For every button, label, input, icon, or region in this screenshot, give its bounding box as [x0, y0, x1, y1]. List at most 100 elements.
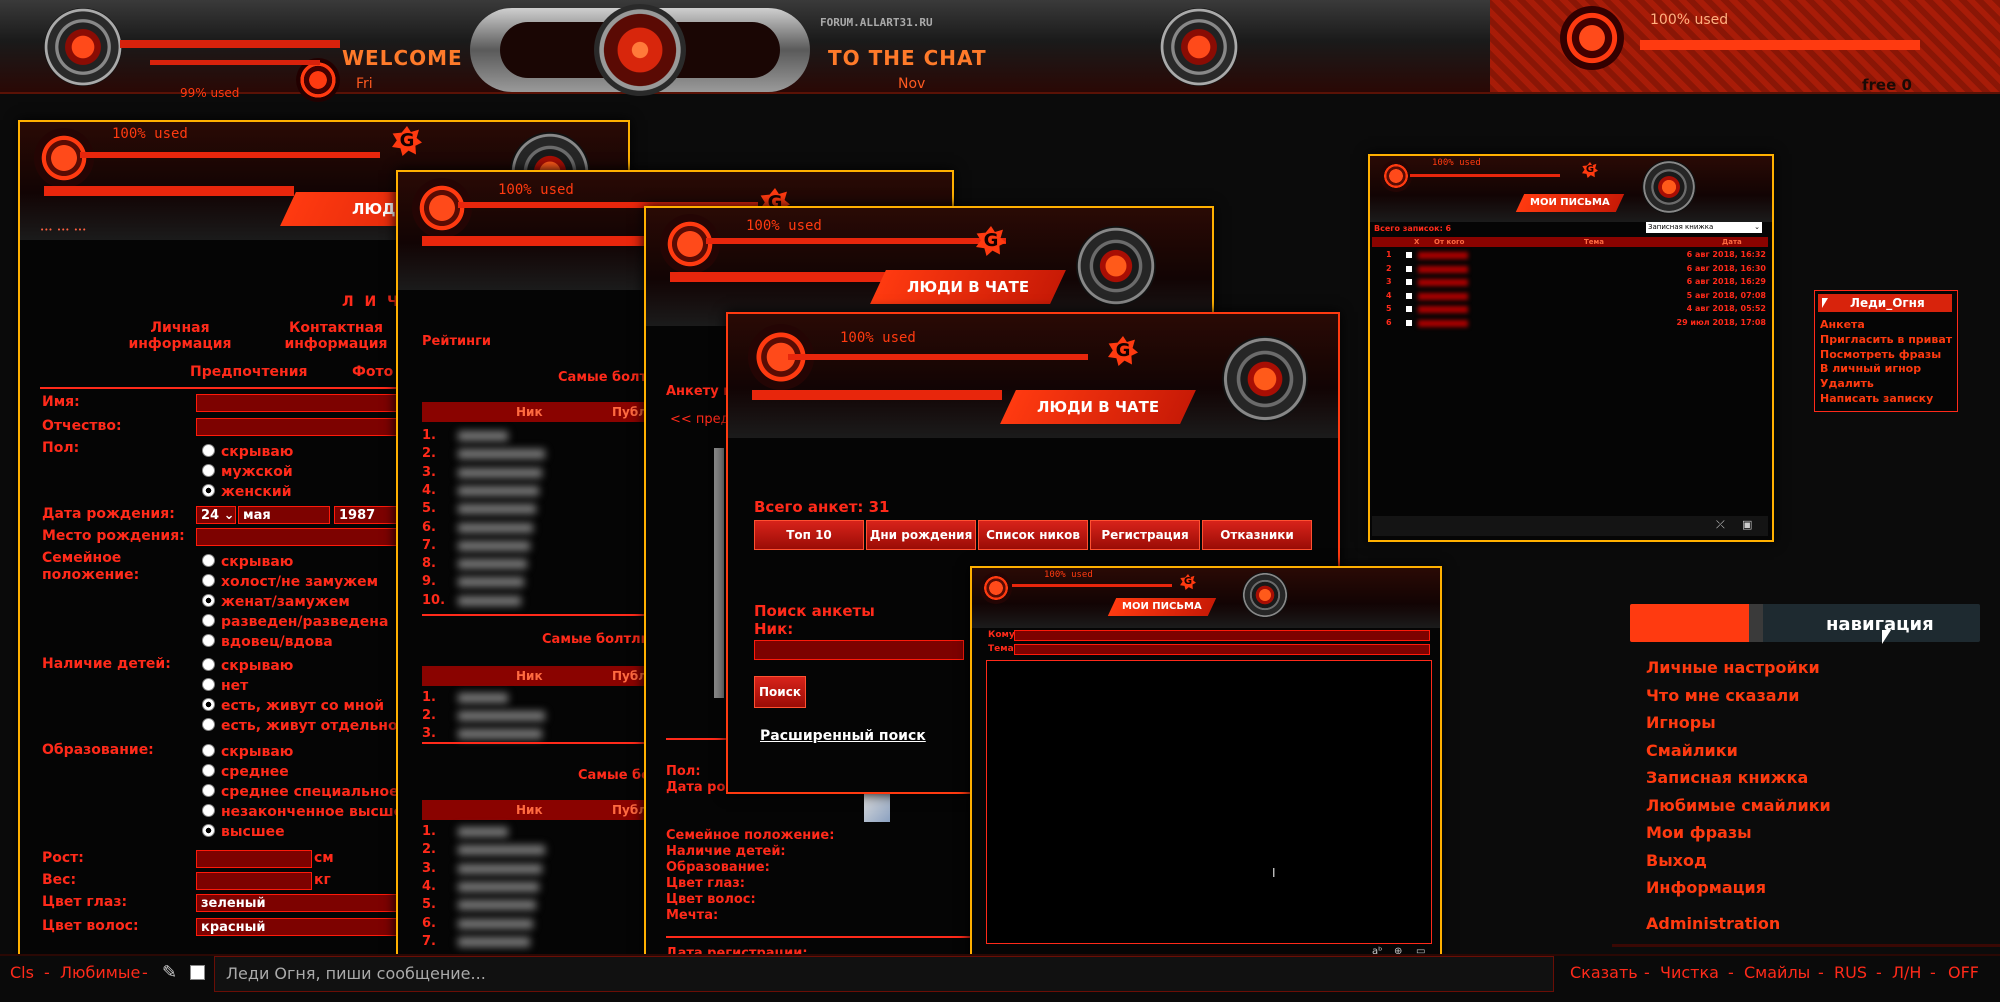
- marital-option[interactable]: скрываю: [202, 554, 293, 570]
- say-button[interactable]: Сказать: [1570, 963, 1638, 982]
- blurred-nick[interactable]: [458, 827, 508, 837]
- blurred-nick[interactable]: [458, 881, 539, 892]
- marital-option[interactable]: разведен/разведена: [202, 614, 388, 630]
- blurred-nick[interactable]: [458, 936, 530, 947]
- clear-screen-button[interactable]: Cls: [10, 963, 34, 982]
- blurred-nick[interactable]: [458, 900, 536, 911]
- birth-month-select[interactable]: мая: [238, 506, 330, 524]
- nick-search-input[interactable]: [754, 640, 964, 660]
- mail-row-checkbox[interactable]: [1406, 306, 1412, 312]
- blurred-nick[interactable]: [458, 711, 545, 721]
- blurred-nick[interactable]: [458, 485, 539, 496]
- blurred-nick[interactable]: [458, 522, 533, 533]
- context-item-ignore[interactable]: В личный игнор: [1820, 362, 1922, 375]
- context-menu-title[interactable]: [1818, 294, 1952, 312]
- nav-my-phrases[interactable]: Мои фразы: [1646, 823, 1752, 842]
- gender-option[interactable]: мужской: [202, 464, 293, 480]
- context-item-invite-private[interactable]: Пригласить в приват: [1820, 333, 1953, 346]
- blurred-nick[interactable]: [458, 467, 542, 478]
- education-option[interactable]: среднее специальное: [202, 784, 399, 800]
- children-option[interactable]: нет: [202, 678, 248, 694]
- nav-administration[interactable]: Administration: [1646, 914, 1781, 933]
- blurred-nick[interactable]: [458, 559, 527, 570]
- nav-ignores[interactable]: Игноры: [1646, 713, 1716, 732]
- birth-day-select[interactable]: 24 ⌄: [196, 506, 236, 524]
- send-icon[interactable]: ▭: [1416, 946, 1426, 957]
- mail-row-checkbox[interactable]: [1406, 265, 1412, 272]
- children-option[interactable]: есть, живут со мной: [202, 698, 384, 714]
- blurred-nick[interactable]: [458, 431, 508, 441]
- cleanup-button[interactable]: Чистка: [1660, 963, 1719, 982]
- nav-smileys[interactable]: Смайлики: [1646, 741, 1738, 760]
- blurred-nick[interactable]: [458, 693, 508, 703]
- smileys-button[interactable]: Смайлы: [1744, 963, 1811, 982]
- private-checkbox[interactable]: [190, 965, 205, 980]
- tab-refusers[interactable]: Отказники: [1202, 520, 1312, 550]
- children-option[interactable]: есть, живут отдельно: [202, 718, 398, 734]
- blurred-nick[interactable]: [458, 595, 521, 606]
- tab-top10[interactable]: Топ 10: [754, 520, 864, 550]
- height-input[interactable]: [196, 850, 312, 868]
- prev-link[interactable]: << преды: [670, 412, 740, 427]
- message-input[interactable]: [214, 956, 1554, 992]
- tab-nick-list[interactable]: Список ников: [978, 520, 1088, 550]
- mail-row-checkbox[interactable]: [1406, 319, 1412, 326]
- tab-registration[interactable]: Регистрация: [1090, 520, 1200, 550]
- tab-personal-info[interactable]: Личная информация: [128, 320, 232, 352]
- off-button[interactable]: OFF: [1948, 963, 1979, 982]
- nav-favorite-smileys[interactable]: Любимые смайлики: [1646, 796, 1831, 815]
- trash-icon[interactable]: ▣: [1742, 518, 1753, 531]
- mail-row-checkbox[interactable]: [1406, 292, 1412, 299]
- nav-personal-settings[interactable]: Личные настройки: [1646, 658, 1820, 677]
- message-textarea[interactable]: [986, 660, 1432, 944]
- language-button[interactable]: RUS: [1834, 963, 1867, 982]
- blurred-nick[interactable]: [458, 504, 536, 515]
- subject-input[interactable]: [1014, 644, 1430, 655]
- tab-birthdays[interactable]: Дни рождения: [866, 520, 976, 550]
- education-option[interactable]: высшее: [202, 824, 285, 840]
- marital-option[interactable]: женат/замужем: [202, 594, 350, 610]
- context-item-delete[interactable]: Удалить: [1820, 377, 1874, 390]
- blurred-nick[interactable]: [458, 449, 545, 460]
- tab-preferences[interactable]: Предпочтения: [190, 364, 308, 380]
- gender-option[interactable]: скрываю: [202, 444, 293, 460]
- blurred-nick[interactable]: [458, 918, 533, 929]
- blurred-nick[interactable]: [458, 729, 542, 739]
- education-option[interactable]: скрываю: [202, 744, 293, 760]
- spellcheck-icon[interactable]: a͏ᵇ: [1372, 946, 1383, 957]
- ln-button[interactable]: Л/Н: [1892, 963, 1922, 982]
- context-item-write-note[interactable]: Написать записку: [1820, 392, 1934, 405]
- nav-notebook[interactable]: Записная книжка: [1646, 768, 1809, 787]
- mail-row-checkbox[interactable]: [1406, 279, 1412, 285]
- children-option[interactable]: скрываю: [202, 658, 293, 674]
- favorites-button[interactable]: Любимые: [60, 963, 141, 982]
- notebook-select[interactable]: Записная книжка⌄: [1646, 222, 1762, 233]
- blurred-nick[interactable]: [458, 863, 542, 874]
- nav-what-they-said[interactable]: Что мне сказали: [1646, 686, 1800, 705]
- tab-contact-info[interactable]: Контактная информация: [284, 320, 388, 352]
- education-option[interactable]: незаконченное высшее: [202, 804, 413, 820]
- education-option[interactable]: среднее: [202, 764, 289, 780]
- weight-input[interactable]: [196, 872, 312, 890]
- blurred-nick[interactable]: [458, 845, 545, 856]
- advanced-search-link[interactable]: Расширенный поиск: [760, 728, 926, 744]
- marital-option[interactable]: холост/не замужем: [202, 574, 378, 590]
- nav-information[interactable]: Информация: [1646, 878, 1766, 897]
- context-item-profile[interactable]: Анкета: [1820, 318, 1865, 331]
- marital-option[interactable]: вдовец/вдова: [202, 634, 333, 650]
- tab-photo[interactable]: Фото: [352, 364, 394, 380]
- gender-option[interactable]: женский: [202, 484, 292, 500]
- paperclip-icon[interactable]: ✎: [162, 962, 178, 983]
- blurred-nick[interactable]: [458, 540, 530, 551]
- blurred-nick[interactable]: [458, 577, 524, 588]
- attach-icon[interactable]: ⊕: [1394, 946, 1403, 957]
- nav-exit[interactable]: Выход: [1646, 851, 1707, 870]
- mail-row-checkbox[interactable]: [1406, 252, 1412, 258]
- search-button[interactable]: Поиск: [754, 676, 806, 708]
